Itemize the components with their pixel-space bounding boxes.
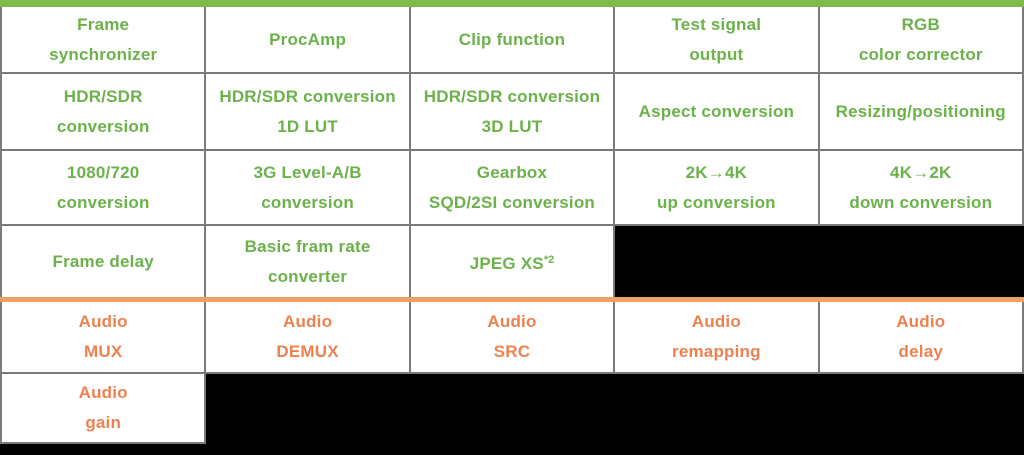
cell-frame-synchronizer: Frame synchronizer <box>0 7 207 74</box>
empty-cell <box>614 373 819 443</box>
cell-label-line: 3D LUT <box>481 116 543 136</box>
cell-label-line: Audio <box>487 312 537 331</box>
empty-cell <box>409 373 615 443</box>
table-row: Audio gain <box>0 372 1023 444</box>
cell-label-line: SRC <box>493 342 531 361</box>
empty-cell <box>205 373 410 443</box>
cell-label-line: 4K→2K <box>890 162 952 182</box>
table-row: 1080/720 conversion 3G Level-A/B convers… <box>0 149 1024 226</box>
cell-aspect-conversion: Aspect conversion <box>613 72 820 151</box>
cell-label-line: 1D LUT <box>277 116 338 136</box>
cell-label-line: delay <box>898 342 944 361</box>
cell-label-line: RGB <box>901 14 940 34</box>
cell-frame-delay: Frame delay <box>0 224 207 297</box>
table-row: Frame delay Basic fram rate converter JP… <box>0 224 1023 297</box>
cell-audio-mux: Audio MUX <box>0 302 207 374</box>
cell-hdr-sdr-conversion-3d-lut: HDR/SDR conversion 3D LUT <box>408 72 616 151</box>
cell-3g-level-ab-conversion: 3G Level-A/B conversion <box>204 149 411 226</box>
cell-label-line: conversion <box>261 192 354 212</box>
cell-label-line: 3G Level-A/B <box>253 162 362 182</box>
cell-jpeg-xs: JPEG XS*2 <box>408 224 616 297</box>
cell-label-line: Test signal <box>671 14 762 34</box>
cell-label-line: Gearbox <box>476 162 548 182</box>
cell-label-line: remapping <box>672 342 761 361</box>
cell-resizing-positioning: Resizing/positioning <box>817 72 1024 151</box>
cell-label-line: JPEG XS*2 <box>412 245 612 279</box>
cell-label-line: conversion <box>56 192 150 212</box>
cell-2k-4k-up-conversion: 2K→4K up conversion <box>613 149 820 226</box>
cell-label-line: Frame <box>77 14 130 34</box>
empty-cell <box>818 225 1023 297</box>
cell-label-line: Resizing/positioning <box>835 101 1006 121</box>
cell-label-line: 2K→4K <box>685 162 748 182</box>
cell-1080-720-conversion: 1080/720 conversion <box>0 149 207 226</box>
empty-cell <box>614 225 819 297</box>
cell-label-line: Clip function <box>458 29 566 49</box>
cell-label-line: gain <box>85 413 122 432</box>
footnote-superscript: *2 <box>543 253 555 266</box>
cell-label-line: converter <box>267 266 348 286</box>
cell-label-line: conversion <box>56 116 150 136</box>
cell-label-line: MUX <box>84 342 123 361</box>
table-row: Audio MUX Audio DEMUX Audio SRC Audio re… <box>0 302 1024 374</box>
cell-hdr-sdr-conversion-1d-lut: HDR/SDR conversion 1D LUT <box>204 72 411 151</box>
cell-audio-gain: Audio gain <box>0 372 207 444</box>
audio-features-table: Audio MUX Audio DEMUX Audio SRC Audio re… <box>0 302 1024 444</box>
cell-label-line: DEMUX <box>276 342 339 361</box>
cell-label-line: up conversion <box>656 192 776 212</box>
cell-procamp: ProcAmp <box>204 7 411 74</box>
cell-label-line: down conversion <box>849 192 993 212</box>
cell-label-line: output <box>689 44 744 64</box>
cell-clip-function: Clip function <box>408 7 616 74</box>
cell-4k-2k-down-conversion: 4K→2K down conversion <box>817 149 1024 226</box>
cell-label-line: Aspect conversion <box>638 101 795 121</box>
cell-test-signal-output: Test signal output <box>613 7 820 74</box>
cell-label-line: HDR/SDR conversion <box>423 86 601 106</box>
cell-label-line: ProcAmp <box>269 29 347 49</box>
cell-audio-src: Audio SRC <box>408 302 616 374</box>
cell-hdr-sdr-conversion: HDR/SDR conversion <box>0 72 207 151</box>
cell-audio-remapping: Audio remapping <box>613 302 820 374</box>
cell-label-text: JPEG XS <box>469 253 544 273</box>
cell-label-line: Audio <box>78 383 128 402</box>
cell-rgb-color-corrector: RGB color corrector <box>817 7 1024 74</box>
cell-label-line: Frame delay <box>52 251 154 271</box>
cell-label-line: HDR/SDR <box>63 86 143 106</box>
cell-label-line: Audio <box>691 312 741 331</box>
cell-label-line: Audio <box>283 312 333 331</box>
cell-audio-demux: Audio DEMUX <box>204 302 411 374</box>
audio-section-divider <box>0 297 1024 302</box>
cell-label-line: SQD/2SI conversion <box>428 192 596 212</box>
cell-label-line: synchronizer <box>49 44 158 64</box>
cell-label-line: Basic fram rate <box>244 236 371 256</box>
cell-label-line: Audio <box>896 312 946 331</box>
top-accent-bar <box>0 0 1024 7</box>
empty-cell <box>818 373 1023 443</box>
cell-basic-frame-rate-converter: Basic fram rate converter <box>204 224 411 297</box>
video-features-table: Frame synchronizer ProcAmp Clip function… <box>0 7 1024 297</box>
cell-label-line: color corrector <box>858 44 983 64</box>
cell-label-line: Audio <box>78 312 128 331</box>
cell-audio-delay: Audio delay <box>817 302 1024 374</box>
cell-gearbox-sqd-2si-conversion: Gearbox SQD/2SI conversion <box>408 149 616 226</box>
table-row: HDR/SDR conversion HDR/SDR conversion 1D… <box>0 72 1024 151</box>
cell-label-line: 1080/720 <box>66 162 140 182</box>
cell-label-line: HDR/SDR conversion <box>219 86 396 106</box>
table-row: Frame synchronizer ProcAmp Clip function… <box>0 7 1024 74</box>
